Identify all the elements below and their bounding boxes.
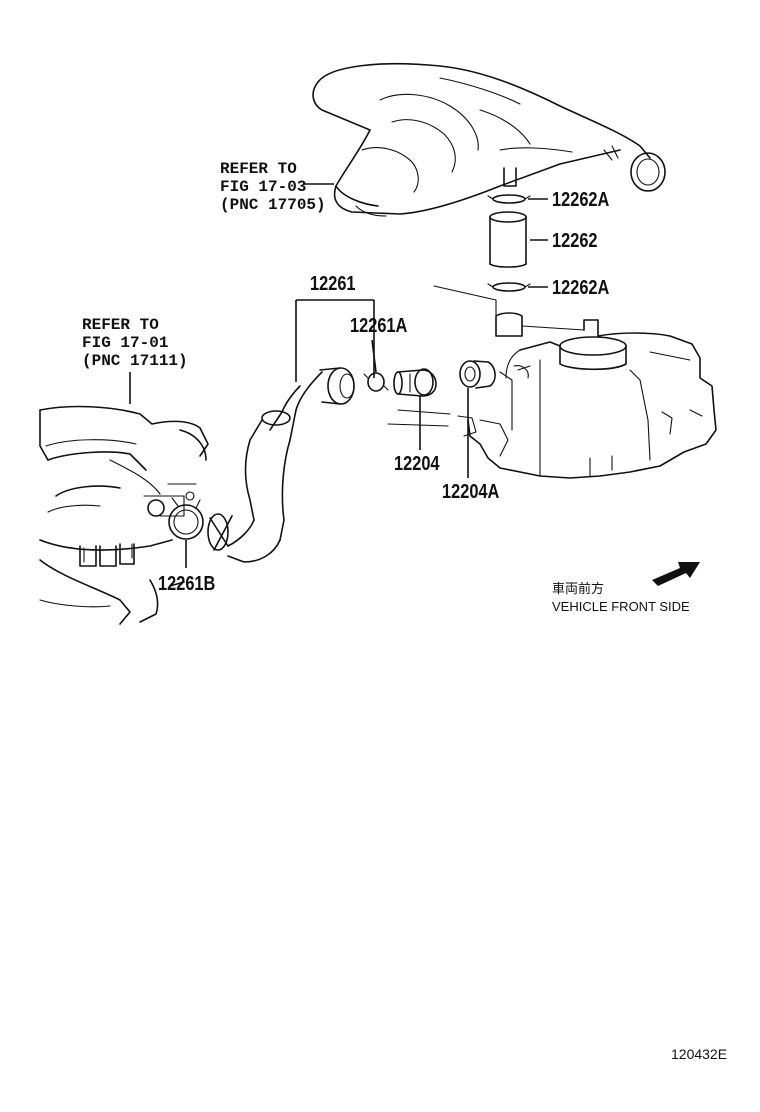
figure-code: 120432E: [671, 1046, 727, 1062]
engine-leader-2: [387, 423, 449, 427]
label-12262A-top: 12262A: [552, 187, 609, 210]
upper-ref-line1: REFER TO: [220, 160, 297, 178]
engine-leader-1: [397, 409, 451, 415]
leader-12261A: [371, 339, 377, 373]
label-12204A: 12204A: [442, 479, 499, 502]
label-12204: 12204: [394, 451, 440, 474]
label-12262: 12262: [552, 228, 598, 251]
label-12261: 12261: [310, 271, 356, 294]
label-12262A-bottom: 12262A: [552, 275, 609, 298]
left-ref-line3: (PNC 17111): [82, 352, 188, 370]
grommet-12204A: [459, 360, 496, 389]
clip-12262A-bottom: [487, 282, 531, 292]
label-12261A: 12261A: [350, 313, 407, 336]
left-ref-line2: FIG 17-01: [82, 334, 168, 352]
leader-12261: [295, 299, 375, 382]
clip-12262A-top: [487, 194, 531, 204]
upper-ref-line2: FIG 17-03: [220, 178, 306, 196]
engine-leader-3: [517, 365, 531, 371]
left-ref-line1: REFER TO: [82, 316, 159, 334]
clamp-12261B: [168, 497, 204, 540]
hose-12261: [207, 367, 355, 563]
pcv-valve-12204: [393, 368, 437, 397]
direction-english: VEHICLE FRONT SIDE: [552, 599, 690, 614]
clip-12261A: [363, 372, 389, 392]
hose-12262: [489, 211, 527, 268]
label-12261B: 12261B: [158, 571, 215, 594]
cylinder-head-cover: [433, 285, 717, 479]
upper-intake-duct: [312, 62, 666, 217]
vehicle-front-arrow-icon: [652, 562, 700, 586]
upper-ref-line3: (PNC 17705): [220, 196, 326, 214]
left-intake-manifold: [39, 405, 209, 625]
direction-japanese: 車両前方: [552, 581, 604, 596]
